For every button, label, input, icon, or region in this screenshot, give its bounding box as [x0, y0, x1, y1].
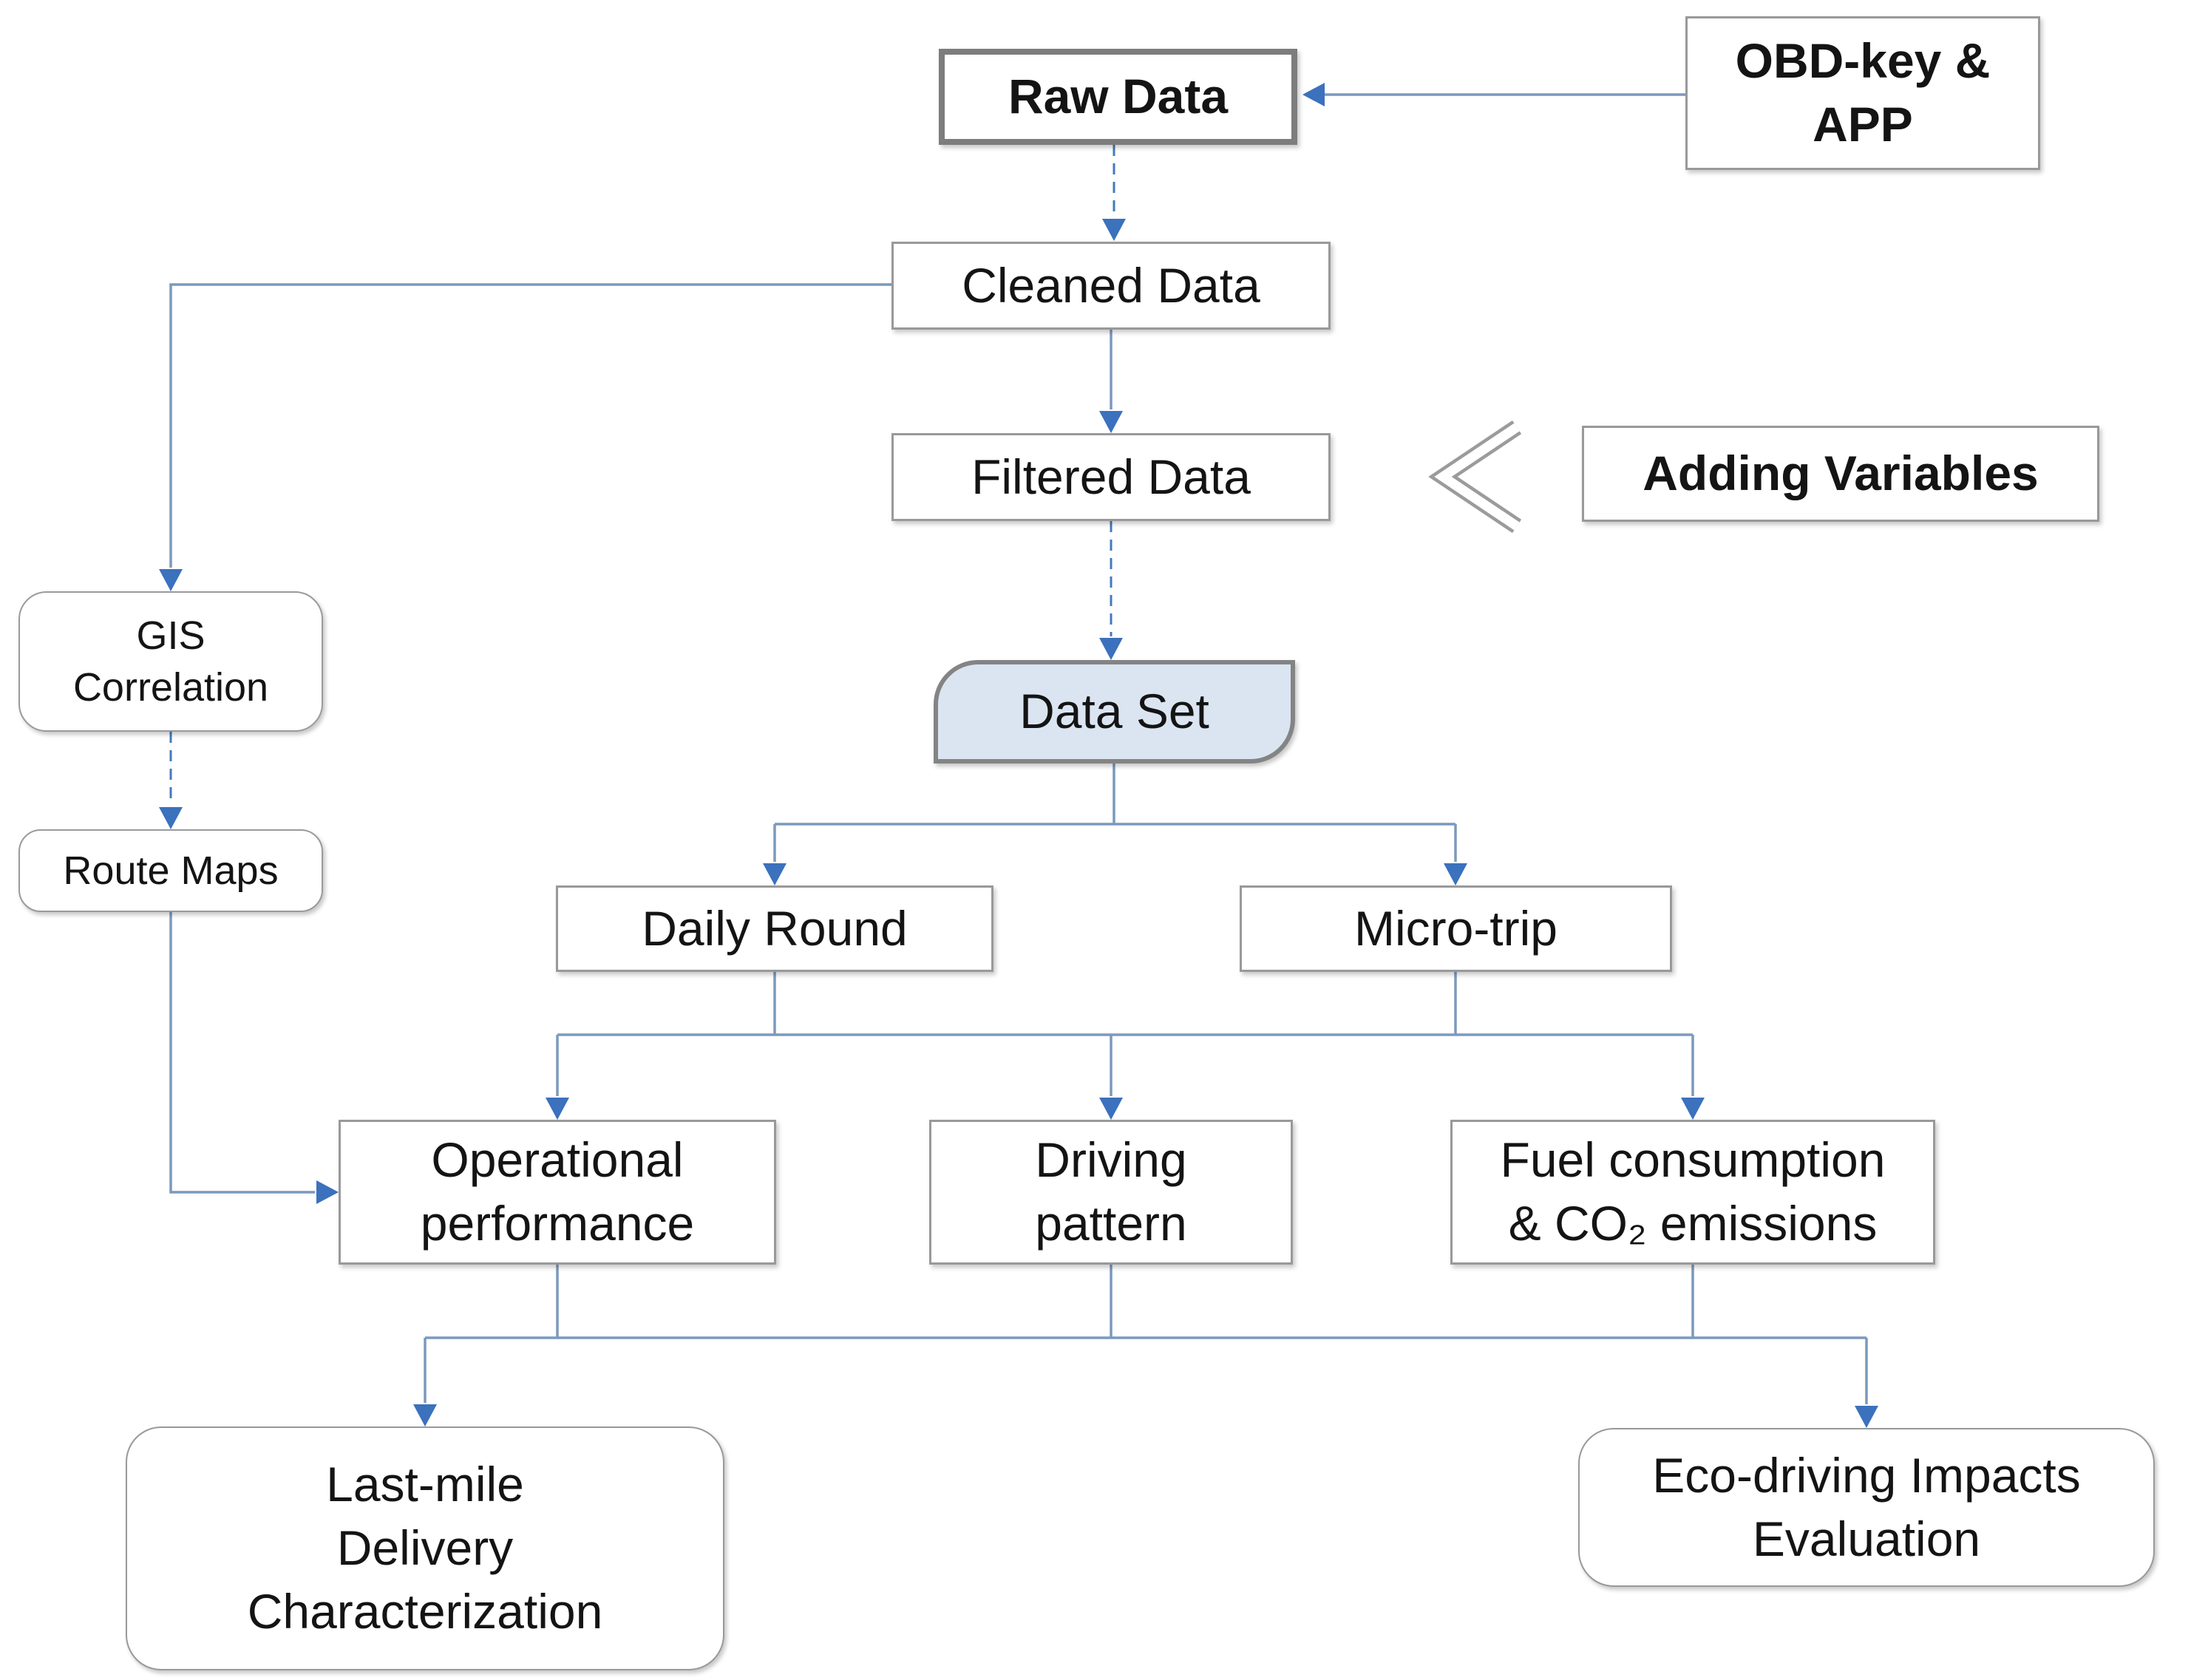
node-gis-correlation-label: GIS Correlation	[72, 613, 269, 710]
node-fuel-co2-emissions: Fuel consumption & CO₂ emissions	[1450, 1120, 1935, 1265]
node-driving-pattern-label: Driving pattern	[1035, 1132, 1187, 1251]
edge-dataset-to-branches	[763, 764, 1467, 885]
edge-obd-to-raw	[1302, 83, 1685, 106]
node-fuel-co2-emissions-label: Fuel consumption & CO₂ emissions	[1500, 1132, 1886, 1251]
node-obd-key-app-label: OBD-key & APP	[1735, 33, 1991, 152]
edge-route-to-operational	[169, 912, 339, 1204]
chevron-left-icon	[1428, 420, 1522, 534]
edge-rounds-to-analyses	[546, 972, 1705, 1120]
node-driving-pattern: Driving pattern	[929, 1120, 1293, 1265]
node-raw-data-label: Raw Data	[1008, 69, 1229, 124]
node-last-mile-delivery-label: Last-mile Delivery Characterization	[247, 1457, 603, 1639]
node-adding-variables: Adding Variables	[1582, 426, 2099, 522]
edge-filtered-to-dataset	[1099, 521, 1123, 660]
node-operational-performance: Operational performance	[339, 1120, 776, 1265]
node-filtered-data: Filtered Data	[891, 433, 1331, 521]
node-operational-performance-label: Operational performance	[420, 1132, 695, 1251]
node-route-maps-label: Route Maps	[63, 848, 279, 893]
edge-cleaned-to-gis	[159, 283, 891, 591]
node-micro-trip: Micro-trip	[1240, 885, 1672, 972]
node-daily-round-label: Daily Round	[642, 900, 908, 956]
edge-cleaned-to-filtered	[1099, 330, 1123, 433]
edge-raw-to-cleaned	[1102, 145, 1126, 241]
node-route-maps: Route Maps	[18, 829, 323, 912]
node-gis-correlation: GIS Correlation	[18, 591, 323, 732]
node-eco-driving-evaluation: Eco-driving Impacts Evaluation	[1578, 1428, 2155, 1587]
node-micro-trip-label: Micro-trip	[1354, 900, 1558, 956]
node-daily-round: Daily Round	[556, 885, 993, 972]
node-filtered-data-label: Filtered Data	[971, 449, 1251, 504]
node-cleaned-data: Cleaned Data	[891, 242, 1331, 330]
node-data-set-label: Data Set	[1019, 684, 1209, 739]
node-obd-key-app: OBD-key & APP	[1685, 16, 2040, 170]
edge-gis-to-route	[159, 732, 183, 829]
node-last-mile-delivery: Last-mile Delivery Characterization	[126, 1426, 724, 1670]
node-data-set: Data Set	[934, 660, 1295, 764]
edge-analyses-to-outcomes	[413, 1265, 1878, 1428]
node-adding-variables-label: Adding Variables	[1643, 446, 2039, 501]
node-cleaned-data-label: Cleaned Data	[962, 257, 1260, 313]
node-raw-data: Raw Data	[939, 49, 1297, 145]
node-eco-driving-evaluation-label: Eco-driving Impacts Evaluation	[1652, 1447, 2081, 1566]
